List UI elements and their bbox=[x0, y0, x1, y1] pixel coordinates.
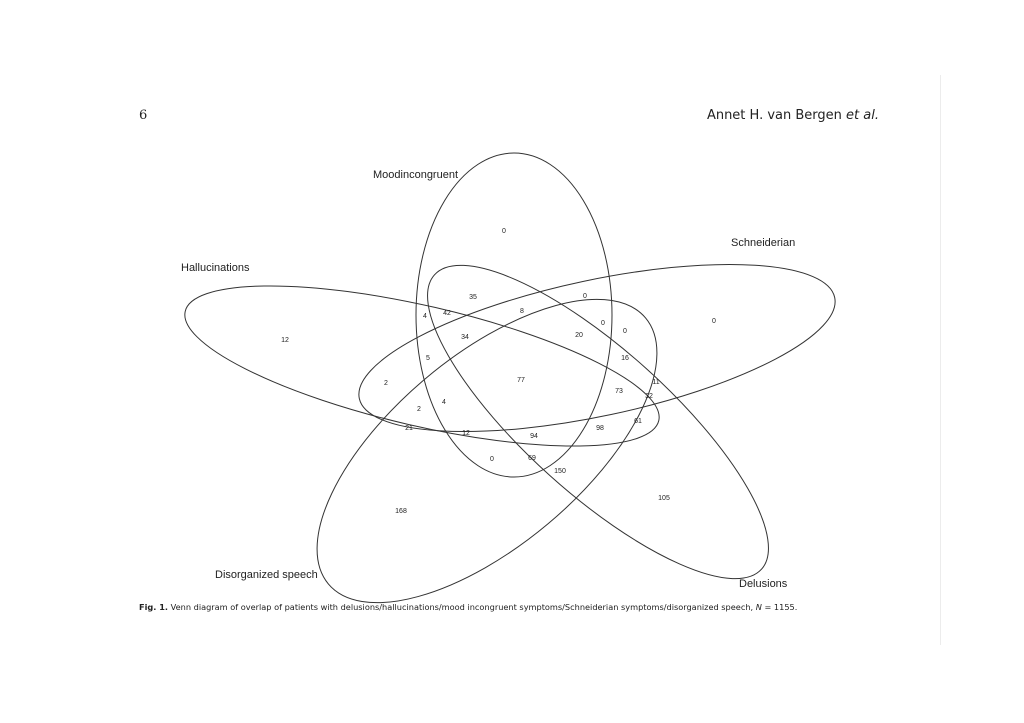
set-label-moodincongruent: Moodincongruent bbox=[373, 169, 458, 181]
ellipse-hallucinations bbox=[184, 285, 660, 447]
region-count: 0 bbox=[712, 318, 716, 325]
caption-n-symbol: N bbox=[755, 602, 762, 612]
ellipse-disorganized bbox=[316, 298, 658, 604]
running-header-authors: Annet H. van Bergen et al. bbox=[707, 108, 879, 123]
authors-et-al: et al. bbox=[846, 108, 879, 123]
region-count: 16 bbox=[621, 355, 629, 362]
region-counts: 0 0 12 168 105 35 8 0 0 0 4 42 34 20 16 … bbox=[281, 228, 716, 515]
region-count: 61 bbox=[634, 418, 642, 425]
region-count: 4 bbox=[442, 399, 446, 406]
page-edge-rule bbox=[940, 75, 941, 645]
region-count: 11 bbox=[652, 379, 659, 386]
region-count: 34 bbox=[461, 334, 469, 341]
set-label-delusions: Delusions bbox=[739, 578, 788, 590]
set-label-hallucinations: Hallucinations bbox=[181, 262, 250, 274]
set-label-disorganized: Disorganized speech bbox=[215, 569, 318, 581]
region-count: 8 bbox=[520, 308, 524, 315]
region-count: 150 bbox=[554, 468, 566, 475]
ellipse-delusions bbox=[427, 264, 769, 580]
region-count: 2 bbox=[384, 380, 388, 387]
region-count: 69 bbox=[528, 455, 536, 462]
region-count: 12 bbox=[281, 337, 289, 344]
region-count: 94 bbox=[530, 433, 538, 440]
region-count: 77 bbox=[517, 377, 525, 384]
ellipse-schneiderian bbox=[358, 263, 836, 433]
authors-names: Annet H. van Bergen bbox=[706, 108, 842, 123]
region-count: 98 bbox=[596, 425, 604, 432]
caption-n-value: = 1155. bbox=[761, 602, 798, 612]
region-count: 4 bbox=[423, 313, 427, 320]
region-count: 32 bbox=[645, 393, 653, 400]
region-count: 0 bbox=[490, 456, 494, 463]
region-count: 20 bbox=[575, 332, 583, 339]
region-count: 21 bbox=[405, 425, 413, 432]
region-count: 5 bbox=[426, 355, 430, 362]
set-label-schneiderian: Schneiderian bbox=[731, 237, 795, 249]
region-count: 35 bbox=[469, 294, 477, 301]
region-count: 73 bbox=[615, 388, 623, 395]
region-count: 42 bbox=[443, 310, 451, 317]
region-count: 168 bbox=[395, 508, 407, 515]
region-count: 0 bbox=[623, 328, 627, 335]
region-count: 2 bbox=[417, 406, 421, 413]
region-count: 12 bbox=[462, 430, 470, 437]
caption-label: Fig. 1. bbox=[139, 602, 169, 612]
figure-caption: Fig. 1. Venn diagram of overlap of patie… bbox=[139, 602, 899, 612]
region-count: 0 bbox=[502, 228, 506, 235]
page-number: 6 bbox=[139, 108, 148, 123]
region-count: 0 bbox=[601, 320, 605, 327]
ellipse-moodincongruent bbox=[415, 152, 613, 478]
region-count: 0 bbox=[583, 293, 587, 300]
caption-text: Venn diagram of overlap of patients with… bbox=[168, 602, 756, 612]
region-count: 105 bbox=[658, 495, 670, 502]
